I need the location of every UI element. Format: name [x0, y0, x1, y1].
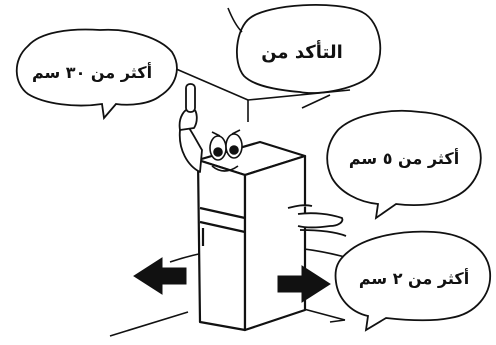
bubble-top-center: التأكد من — [227, 4, 382, 94]
fridge-face — [209, 129, 243, 172]
arrow-left-icon — [133, 257, 187, 295]
bubble-right-middle: أكثر من ٥ سم — [326, 109, 482, 220]
side-hand — [287, 204, 347, 237]
bubble-top-center-text: التأكد من — [261, 40, 343, 63]
bubble-top-left-text: أكثر من ٣٠ سم — [32, 62, 152, 82]
bubble-bottom-right: أكثر من ٢ سم — [334, 230, 491, 332]
pointing-arm — [178, 83, 203, 173]
fridge — [196, 140, 307, 332]
bubble-top-left: أكثر من ٣٠ سم — [15, 28, 178, 121]
bubble-bottom-right-text: أكثر من ٢ سم — [359, 268, 469, 288]
room-lines — [109, 61, 351, 337]
bubble-right-middle-text: أكثر من ٥ سم — [349, 148, 459, 168]
arrow-right-icon — [277, 265, 331, 303]
